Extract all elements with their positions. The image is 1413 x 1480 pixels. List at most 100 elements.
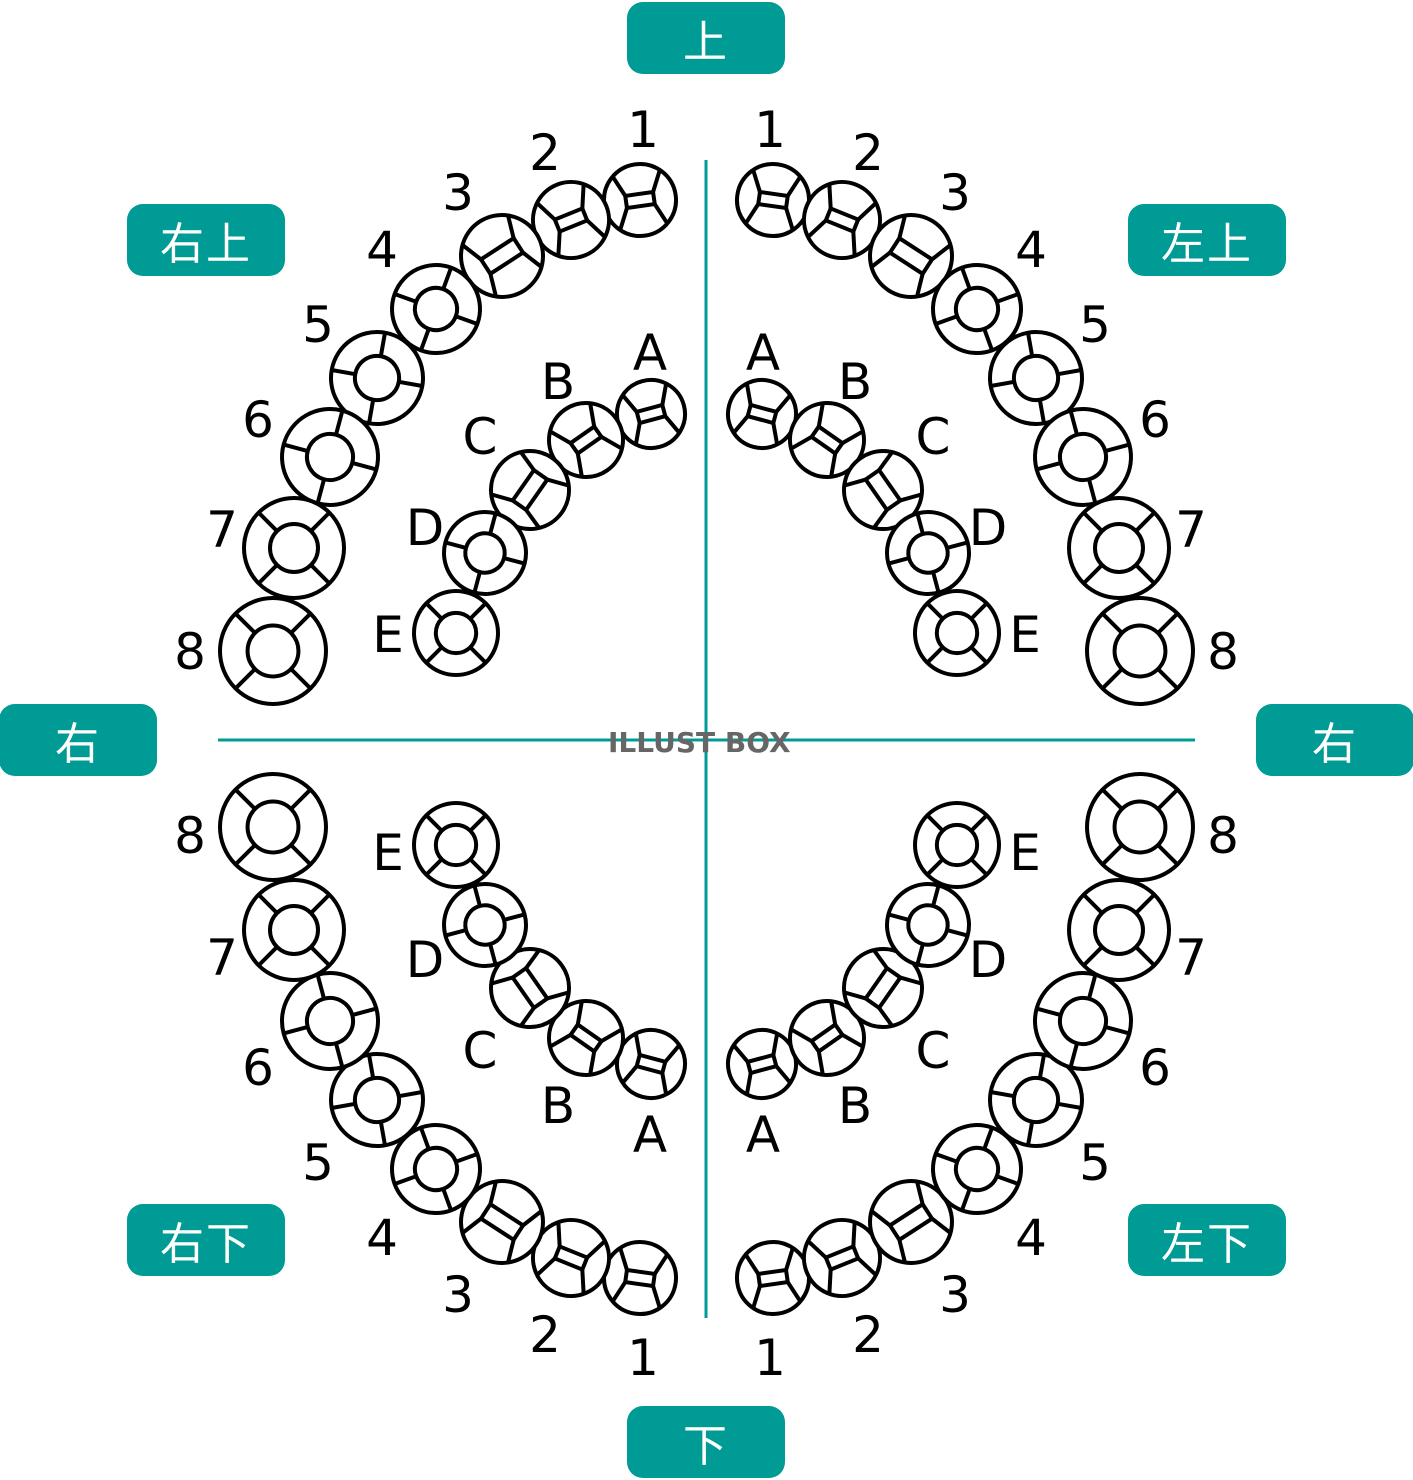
primary-tooth-lower-left-E [913, 801, 1001, 889]
tooth-label-upper-left-3: 3 [939, 164, 971, 222]
primary-tooth-label-lower-right-D: D [406, 931, 445, 989]
tooth-label-upper-left-7: 7 [1175, 501, 1207, 559]
tooth-label-upper-left-2: 2 [852, 124, 884, 182]
tooth-label-upper-right-3: 3 [442, 164, 474, 222]
tooth-lower-left-6 [1033, 971, 1133, 1071]
tooth-label-lower-left-7: 7 [1175, 929, 1207, 987]
tooth-label-upper-left-5: 5 [1079, 296, 1111, 354]
primary-tooth-label-lower-left-E: E [1009, 824, 1041, 882]
tooth-label-lower-left-3: 3 [939, 1266, 971, 1324]
tooth-label-lower-left-4: 4 [1015, 1209, 1047, 1267]
tooth-upper-right-1 [602, 162, 678, 238]
tooth-label-lower-right-5: 5 [302, 1134, 334, 1192]
quadrant-lower-right [218, 772, 687, 1316]
tooth-label-lower-right-1: 1 [627, 1329, 659, 1387]
tooth-upper-left-1 [735, 162, 811, 238]
tooth-label-lower-right-8: 8 [174, 807, 206, 865]
watermark: ILLUST BOX [608, 726, 791, 759]
tooth-upper-left-3 [868, 213, 954, 299]
primary-tooth-lower-left-A [726, 1028, 798, 1100]
tooth-label-upper-left-1: 1 [754, 101, 786, 159]
primary-tooth-label-lower-left-A: A [746, 1106, 780, 1164]
primary-tooth-label-lower-right-C: C [463, 1022, 498, 1080]
primary-tooth-label-upper-left-E: E [1009, 606, 1041, 664]
badge-upper-left: 左上 [1128, 204, 1286, 276]
tooth-label-lower-right-7: 7 [206, 929, 238, 987]
primary-tooth-upper-right-D [442, 510, 528, 596]
tooth-label-upper-left-4: 4 [1015, 221, 1047, 279]
tooth-upper-left-5 [988, 330, 1084, 426]
primary-tooth-label-lower-left-C: C [916, 1022, 951, 1080]
badge-lower-right: 右下 [127, 1204, 285, 1276]
primary-tooth-upper-right-A [615, 378, 687, 450]
primary-tooth-label-upper-left-A: A [746, 324, 780, 382]
tooth-label-lower-right-4: 4 [366, 1209, 398, 1267]
quadrant-upper-right [218, 162, 687, 706]
tooth-lower-right-1 [602, 1240, 678, 1316]
tooth-label-upper-left-8: 8 [1207, 623, 1239, 681]
primary-tooth-label-upper-left-D: D [969, 499, 1008, 557]
primary-tooth-lower-left-D [885, 882, 971, 968]
primary-tooth-label-upper-right-D: D [406, 499, 445, 557]
tooth-lower-left-5 [988, 1052, 1084, 1148]
tooth-label-upper-right-4: 4 [366, 221, 398, 279]
primary-tooth-label-upper-right-B: B [541, 353, 575, 411]
tooth-lower-left-4 [931, 1123, 1023, 1215]
tooth-label-lower-left-1: 1 [754, 1329, 786, 1387]
tooth-label-upper-right-1: 1 [627, 101, 659, 159]
badge-right-side-left: 右 [0, 704, 157, 776]
tooth-lower-right-8 [218, 772, 328, 882]
tooth-upper-left-6 [1033, 407, 1133, 507]
tooth-upper-right-6 [280, 407, 380, 507]
badge-right-side-right: 右 [1256, 704, 1413, 776]
tooth-lower-right-2 [531, 1218, 611, 1298]
primary-tooth-label-upper-right-A: A [633, 324, 667, 382]
primary-tooth-label-lower-right-A: A [633, 1106, 667, 1164]
primary-tooth-label-upper-right-E: E [372, 606, 404, 664]
tooth-label-lower-left-6: 6 [1139, 1039, 1171, 1097]
tooth-label-lower-right-3: 3 [442, 1266, 474, 1324]
tooth-upper-left-2 [802, 180, 882, 260]
tooth-upper-right-4 [390, 263, 482, 355]
tooth-lower-left-1 [735, 1240, 811, 1316]
tooth-upper-right-5 [329, 330, 425, 426]
tooth-lower-left-7 [1067, 878, 1171, 982]
primary-tooth-upper-left-D [885, 510, 971, 596]
primary-tooth-lower-left-C [842, 947, 924, 1029]
primary-tooth-label-upper-right-C: C [463, 408, 498, 466]
quadrant-lower-left [726, 772, 1195, 1316]
tooth-label-lower-right-2: 2 [529, 1306, 561, 1364]
tooth-lower-left-8 [1085, 772, 1195, 882]
tooth-upper-right-8 [218, 596, 328, 706]
tooth-lower-right-5 [329, 1052, 425, 1148]
tooth-label-lower-left-5: 5 [1079, 1134, 1111, 1192]
tooth-label-lower-left-8: 8 [1207, 807, 1239, 865]
tooth-lower-right-6 [280, 971, 380, 1071]
tooth-lower-right-7 [242, 878, 346, 982]
tooth-label-upper-right-5: 5 [302, 296, 334, 354]
tooth-label-lower-left-2: 2 [852, 1306, 884, 1364]
primary-tooth-upper-right-C [489, 449, 571, 531]
tooth-label-upper-right-2: 2 [529, 124, 561, 182]
primary-tooth-upper-right-E [412, 589, 500, 677]
tooth-lower-left-3 [868, 1179, 954, 1265]
primary-tooth-label-lower-left-D: D [969, 931, 1008, 989]
quadrant-upper-left [726, 162, 1195, 706]
tooth-lower-right-3 [459, 1179, 545, 1265]
primary-tooth-label-lower-left-B: B [838, 1077, 872, 1135]
tooth-upper-right-7 [242, 496, 346, 600]
tooth-upper-left-7 [1067, 496, 1171, 600]
badge-top: 上 [627, 2, 785, 74]
tooth-label-upper-right-6: 6 [242, 391, 274, 449]
primary-tooth-label-upper-left-B: B [838, 353, 872, 411]
tooth-upper-left-8 [1085, 596, 1195, 706]
tooth-label-upper-left-6: 6 [1139, 391, 1171, 449]
badge-bottom: 下 [627, 1406, 785, 1478]
primary-tooth-upper-left-A [726, 378, 798, 450]
primary-tooth-label-lower-right-B: B [541, 1077, 575, 1135]
badge-lower-left: 左下 [1128, 1204, 1286, 1276]
primary-tooth-upper-left-E [913, 589, 1001, 677]
badge-upper-right: 右上 [127, 204, 285, 276]
tooth-lower-right-4 [390, 1123, 482, 1215]
